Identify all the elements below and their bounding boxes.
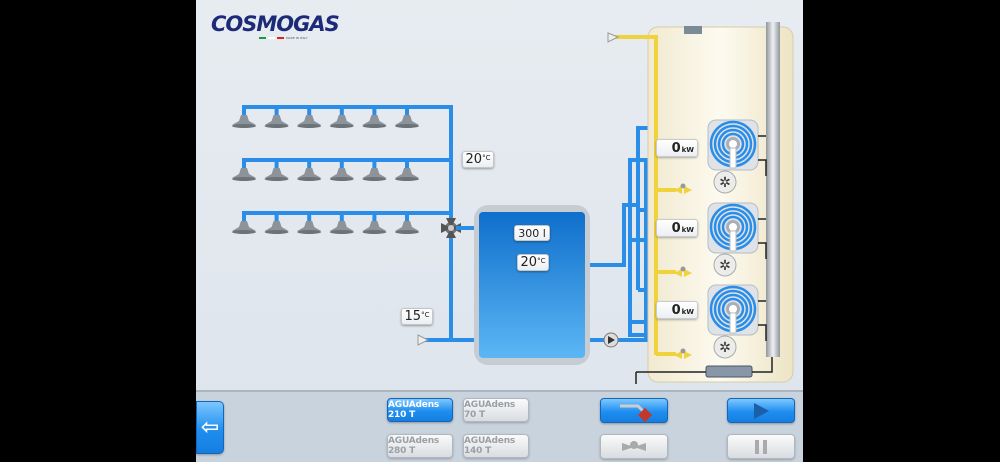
bottom-toolbar: ⇦ AGUAdens 210 T AGUAdens 70 T AGUAdens …	[196, 390, 803, 462]
gas-valve-icon	[674, 269, 692, 277]
flue-cap	[684, 26, 702, 34]
boiler-module-2: ✲	[674, 202, 767, 277]
sprinkler-head-icon	[264, 160, 289, 181]
svg-text:✲: ✲	[719, 258, 731, 274]
inlet-temp-label: 15°C	[401, 308, 433, 325]
sprinkler-head-icon	[264, 107, 289, 128]
condensate-drain	[705, 365, 753, 378]
gas-valve-icon	[674, 186, 692, 194]
shower-icon	[620, 404, 653, 422]
boiler-module-3: ✲	[674, 284, 767, 359]
play-button[interactable]	[727, 398, 795, 423]
upper-temp-label: 20°C	[462, 151, 494, 168]
logo-tagline: MADE IN ITALY	[286, 36, 308, 40]
sprinkler-head-icon	[362, 160, 387, 181]
gas-inlet-arrow-icon	[607, 32, 620, 43]
model-button-210[interactable]: AGUAdens 210 T	[387, 398, 453, 422]
sprinkler-head-icon	[232, 213, 256, 234]
sprinkler-head-icon	[395, 213, 419, 234]
sprinkler-head-icon	[329, 107, 354, 128]
cosmogas-logo: COSMOGAS MADE IN ITALY	[211, 12, 340, 40]
sprinkler-head-icon	[395, 160, 419, 181]
flue-pipe	[766, 22, 780, 357]
boiler-module-1: ✲	[674, 119, 767, 194]
fan-icon	[713, 335, 737, 359]
sprinkler-head-icon	[395, 107, 419, 128]
app-screen: ✲ ✲ ✲ COSMOGAS MADE IN ITALY 20°C 15°C 300…	[196, 0, 803, 462]
pause-button[interactable]	[727, 434, 795, 459]
sprinkler-head-icon	[297, 213, 322, 234]
fan-icon	[713, 170, 737, 194]
pause-icon	[755, 439, 767, 454]
sprinkler-head-icon	[297, 107, 322, 128]
plumbing-diagram: ✲ ✲ ✲	[232, 22, 794, 384]
pump-icon	[603, 332, 619, 348]
sprinkler-head-icon	[232, 107, 256, 128]
gas-valve-icon	[674, 351, 692, 359]
sprinkler-head-icon	[362, 213, 387, 234]
logo-text: COSMOGAS	[211, 12, 340, 36]
model-button-70[interactable]: AGUAdens 70 T	[463, 398, 529, 422]
exit-arrow-icon: ⇦	[200, 415, 220, 440]
valve-button[interactable]	[600, 434, 668, 459]
svg-text:✲: ✲	[719, 175, 731, 191]
storage-tank	[474, 205, 590, 365]
sprinkler-head-icon	[264, 213, 289, 234]
play-icon	[754, 402, 769, 419]
sprinkler-head-icon	[329, 213, 354, 234]
cold-inlet-arrow-icon	[417, 334, 430, 346]
sprinkler-head-icon	[362, 107, 387, 128]
shower-button[interactable]	[600, 398, 668, 423]
sprinkler-head-icon	[329, 160, 354, 181]
tank-volume-label: 300 l	[514, 225, 550, 241]
sprinkler-head-icon	[232, 160, 256, 181]
mixing-valve-icon[interactable]	[441, 218, 461, 238]
fan-icon	[713, 253, 737, 277]
valve-icon	[622, 440, 646, 451]
gas-pipe	[608, 35, 676, 356]
model-button-140[interactable]: AGUAdens 140 T	[463, 434, 529, 458]
svg-text:✲: ✲	[719, 340, 731, 356]
sprinkler-pipes	[242, 105, 474, 342]
sprinkler-head-icon	[297, 160, 322, 181]
back-button[interactable]: ⇦	[196, 401, 224, 454]
model-button-280[interactable]: AGUAdens 280 T	[387, 434, 453, 458]
tank-temp-label: 20°C	[517, 254, 549, 271]
